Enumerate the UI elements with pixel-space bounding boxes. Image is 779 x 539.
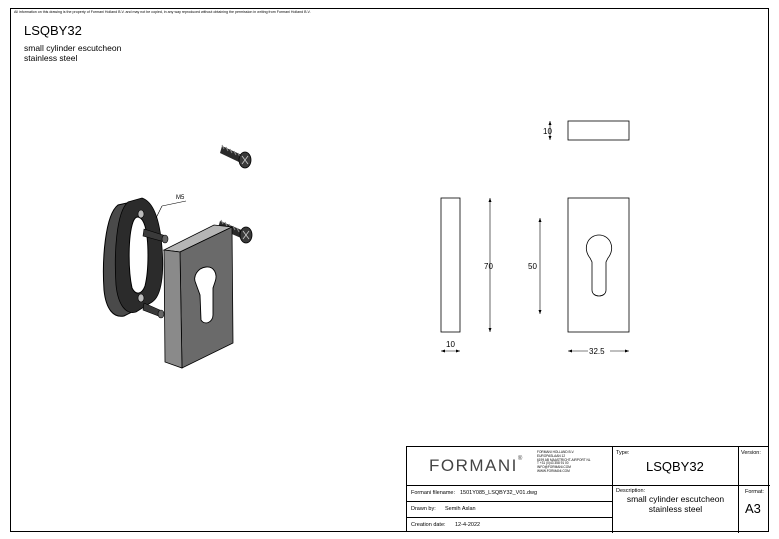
formani-logo-mark: ®: [517, 456, 524, 462]
format-label: Format:: [745, 489, 764, 495]
format-value: A3: [745, 501, 761, 516]
drawing-frame: [10, 8, 769, 532]
creation-date-value: 12-4-2022: [455, 522, 481, 528]
description-line2: stainless steel: [648, 504, 703, 514]
creation-date-label: Creation date:: [411, 522, 446, 528]
description-line1: small cylinder escutcheon: [626, 494, 725, 504]
version-label: Version:: [741, 450, 761, 456]
copyright-notice: All information on this drawing is the p…: [14, 10, 311, 14]
formani-logo: FORMANI®: [429, 456, 524, 476]
top-view-outline: [567, 120, 630, 141]
filename-value: 1501Y085_LSQBY32_V01.dwg: [460, 490, 538, 496]
dim-width: 32.5: [589, 347, 605, 356]
company-line: T +31 (0)43 358 91 00: [537, 461, 569, 466]
company-line: FORMANI HOLLAND B.V.: [537, 450, 575, 454]
company-address: FORMANI HOLLAND B.V. EUROPASLAAN 12 6199…: [537, 450, 591, 474]
front-view-outline: [567, 197, 630, 333]
company-line: WWW.FORMANI.COM: [537, 468, 570, 473]
title-block: FORMANI® FORMANI HOLLAND B.V. EUROPASLAA…: [406, 446, 770, 533]
company-line: EUROPASLAAN 12: [537, 453, 566, 458]
drawn-by-label: Drawn by:: [411, 506, 436, 512]
description-label: Description:: [616, 488, 646, 494]
product-description-line2: stainless steel: [24, 53, 78, 63]
cover-plate-icon: [162, 224, 234, 369]
formani-logo-text: FORMANI: [429, 456, 518, 475]
dim-top-thickness: 10: [543, 127, 552, 136]
product-description-line1: small cylinder escutcheon: [24, 43, 122, 53]
company-line: INFO@FORMANI.COM: [537, 465, 571, 470]
side-view-outline: [440, 197, 461, 333]
type-value: LSQBY32: [646, 459, 704, 474]
dim-height-total: 70: [484, 262, 493, 271]
dim-side-thickness: 10: [446, 340, 455, 349]
type-label: Type:: [616, 450, 630, 456]
base-ring-icon: [102, 197, 187, 319]
m5-label: M5: [176, 195, 185, 201]
product-code: LSQBY32: [24, 23, 82, 38]
screw-top-icon: [220, 144, 252, 169]
product-description: small cylinder escutcheon stainless stee…: [24, 43, 121, 63]
cylinder-cutout: [586, 234, 612, 297]
dim-height-inner: 50: [528, 262, 537, 271]
company-line: 6199 AB MAASTRICHT-AIRPORT NL: [537, 457, 591, 462]
filename-label: Formani filename:: [411, 490, 456, 496]
drawn-by-value: Semih Aslan: [445, 506, 476, 512]
description-value: small cylinder escutcheon stainless stee…: [613, 494, 738, 514]
